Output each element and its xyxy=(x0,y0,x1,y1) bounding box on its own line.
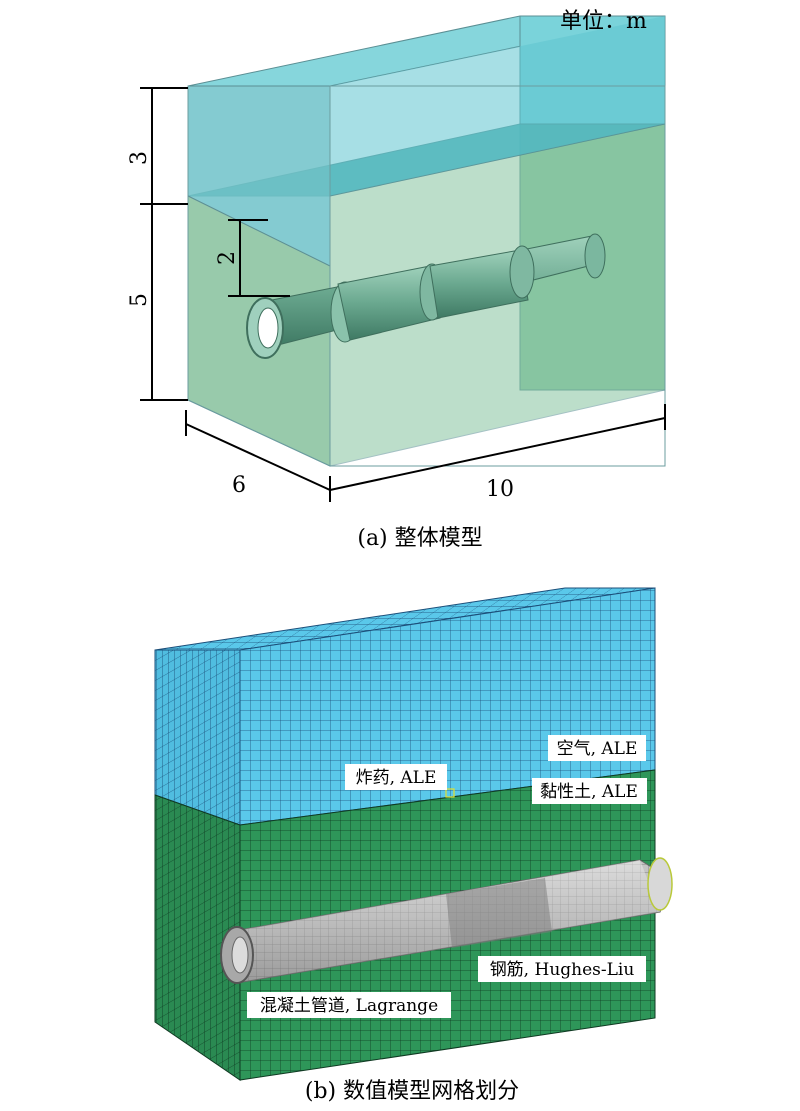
air-front-main xyxy=(330,16,665,196)
label-clay: 黏性土, ALE xyxy=(540,782,638,802)
mesh-air-side xyxy=(154,649,241,826)
dim-top-layer: 3 xyxy=(127,151,152,165)
label-rebar: 钢筋, Hughes-Liu xyxy=(490,960,635,980)
label-pipe-box: 混凝土管道, Lagrange xyxy=(247,992,451,1018)
label-pipe: 混凝土管道, Lagrange xyxy=(260,996,438,1016)
dim-length: 10 xyxy=(486,477,514,502)
label-air: 空气, ALE xyxy=(557,739,638,759)
label-clay-box: 黏性土, ALE xyxy=(532,778,647,804)
box-front xyxy=(329,85,666,467)
label-rebar-box: 钢筋, Hughes-Liu xyxy=(478,956,646,982)
mesh-pipe xyxy=(220,857,673,984)
panel-b: 空气, ALE 炸药, ALE 黏性土, ALE 钢筋, Hughes-Liu … xyxy=(154,587,673,1104)
dim-bottom-layer: 5 xyxy=(127,293,152,307)
dimension-lines xyxy=(140,87,666,502)
unit-label: 单位：m xyxy=(560,9,647,34)
explosive-marker xyxy=(445,788,455,798)
label-explosive: 炸药, ALE xyxy=(356,768,437,788)
dim-depth: 6 xyxy=(232,473,246,498)
panel-a: 3 5 2 6 10 单位：m (a) 整体模型 xyxy=(127,9,666,551)
label-air-box: 空气, ALE xyxy=(548,735,646,761)
pipe-model xyxy=(246,233,606,359)
dim-pipe-depth: 2 xyxy=(215,251,240,265)
caption-a: (a) 整体模型 xyxy=(357,526,482,551)
label-explosive-box: 炸药, ALE xyxy=(345,764,447,790)
caption-b: (b) 数值模型网格划分 xyxy=(305,1079,519,1104)
